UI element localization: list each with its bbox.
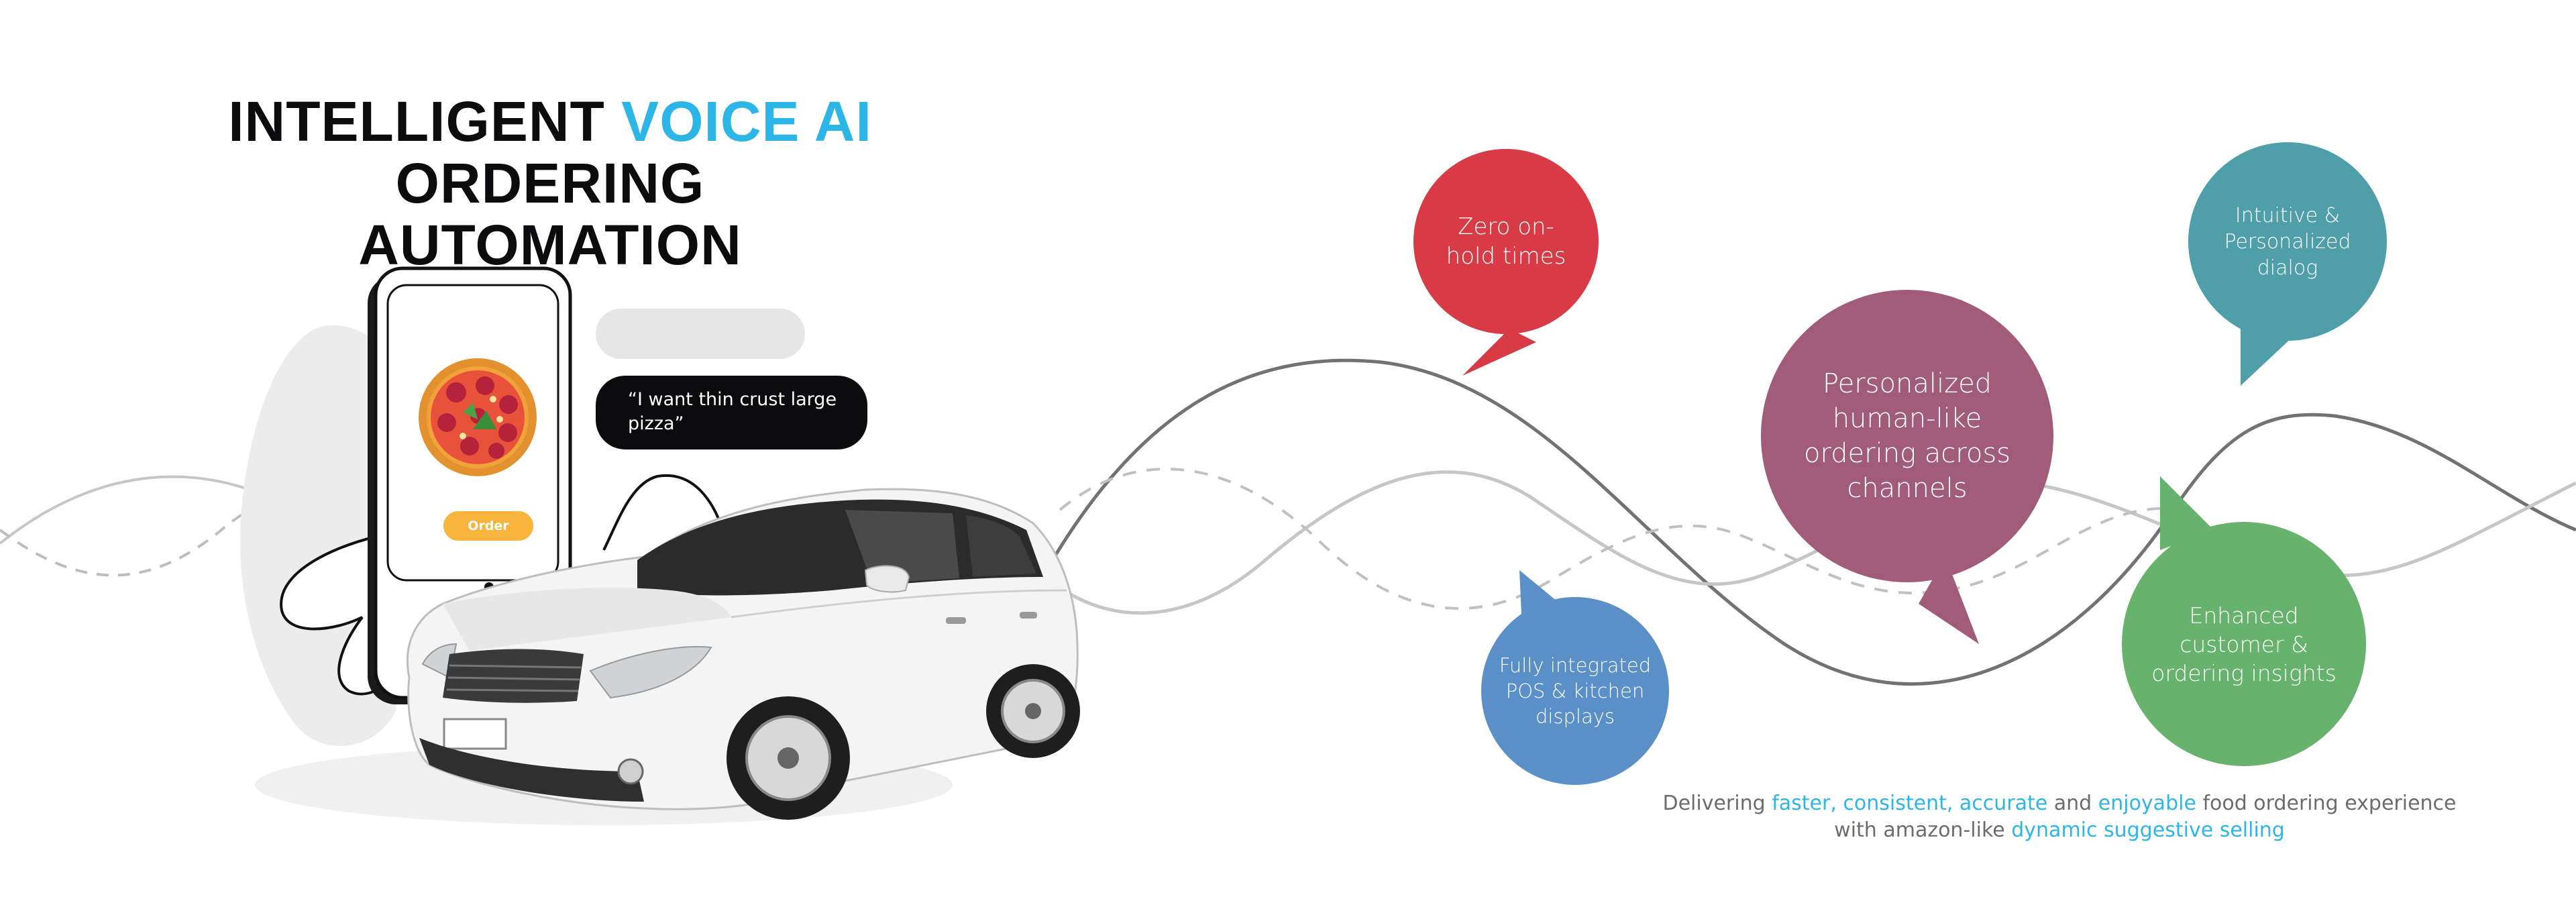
title-part-2: ORDERING bbox=[395, 152, 705, 215]
cable bbox=[602, 474, 726, 551]
tagline: Delivering faster, consistent, accurate … bbox=[1603, 790, 2516, 844]
chat-bubble-text: “I want thin crust large pizza” bbox=[628, 389, 837, 434]
bubble-intuitive-dialog bbox=[2188, 142, 2387, 386]
bubble-text-personalized-human: Personalized human-like ordering across … bbox=[1803, 368, 2011, 504]
wave-dark-main bbox=[1044, 358, 2576, 686]
car-illustration bbox=[406, 488, 1080, 820]
tagline-text-4: with amazon-like bbox=[1834, 818, 2012, 842]
bubble-text-enhanced-insights: Enhanced customer & ordering insights bbox=[2151, 602, 2337, 686]
bubble-personalized-human bbox=[1761, 290, 2053, 644]
bubble-zero-on-hold bbox=[1413, 149, 1599, 376]
chat-bubble-placeholder bbox=[596, 309, 805, 359]
tagline-highlight-3: dynamic suggestive selling bbox=[2011, 818, 2285, 842]
bubble-enhanced-insights bbox=[2122, 476, 2366, 766]
page-title: INTELLIGENT VOICE AI ORDERING AUTOMATION bbox=[74, 91, 1026, 276]
wave-dashed-main bbox=[1059, 468, 2188, 610]
pizza-icon bbox=[419, 358, 537, 476]
title-line-2: AUTOMATION bbox=[358, 213, 742, 276]
bubble-text-fully-integrated: Fully integrated POS & kitchen displays bbox=[1499, 654, 1652, 728]
bubble-text-intuitive-dialog: Intuitive & Personalized dialog bbox=[2224, 203, 2351, 280]
title-accent: VOICE AI bbox=[621, 90, 872, 153]
bubble-text-zero-on-hold: Zero on-hold times bbox=[1446, 213, 1566, 270]
bubble-fully-integrated bbox=[1481, 570, 1669, 785]
tagline-text-3: food ordering experience bbox=[2196, 792, 2457, 815]
tagline-highlight-2: enjoyable bbox=[2098, 792, 2196, 815]
tagline-text-1: Delivering bbox=[1662, 792, 1772, 815]
title-part-1: INTELLIGENT bbox=[228, 90, 622, 153]
order-button[interactable]: Order bbox=[443, 511, 533, 541]
tagline-highlight-1: faster, consistent, accurate bbox=[1772, 792, 2048, 815]
tagline-text-2: and bbox=[2047, 792, 2098, 815]
chat-bubble-order: “I want thin crust large pizza” bbox=[596, 376, 867, 449]
